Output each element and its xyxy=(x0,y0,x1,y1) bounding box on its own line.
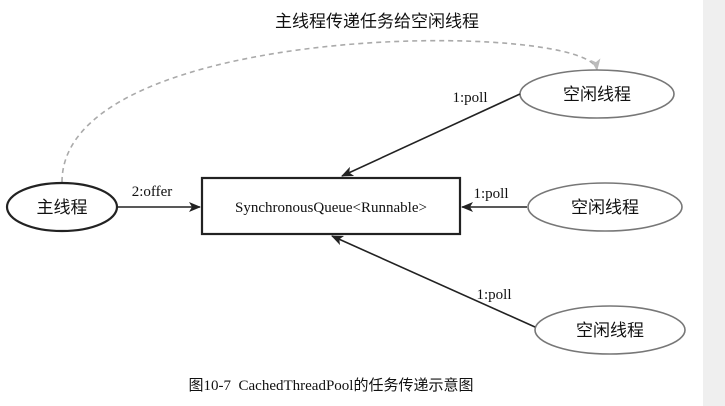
synchronous-queue-label: SynchronousQueue<Runnable> xyxy=(235,200,427,216)
handoff-dashed-arrow xyxy=(61,39,601,183)
idle-thread-node-2 xyxy=(527,182,683,232)
idle-thread-label-2: 空闲线程 xyxy=(571,198,639,218)
poll-label-2: 1:poll xyxy=(473,186,508,202)
idle-thread-label-3: 空闲线程 xyxy=(576,321,644,341)
handoff-label: 主线程传递任务给空闲线程 xyxy=(275,12,479,32)
main-thread-label: 主线程 xyxy=(37,198,88,218)
main-thread-node xyxy=(5,181,119,233)
offer-label: 2:offer xyxy=(132,184,173,200)
page-edge-strip xyxy=(703,0,725,406)
poll-label-1: 1:poll xyxy=(452,90,487,106)
figure-caption: 图10-7 CachedThreadPool的任务传递示意图 xyxy=(189,376,474,394)
synchronous-queue-box xyxy=(200,176,462,236)
poll-arrow-1 xyxy=(341,93,521,177)
idle-thread-label-1: 空闲线程 xyxy=(563,85,631,105)
poll-arrow-3 xyxy=(331,235,536,328)
idle-thread-node-3 xyxy=(534,305,686,355)
poll-label-3: 1:poll xyxy=(476,287,511,303)
